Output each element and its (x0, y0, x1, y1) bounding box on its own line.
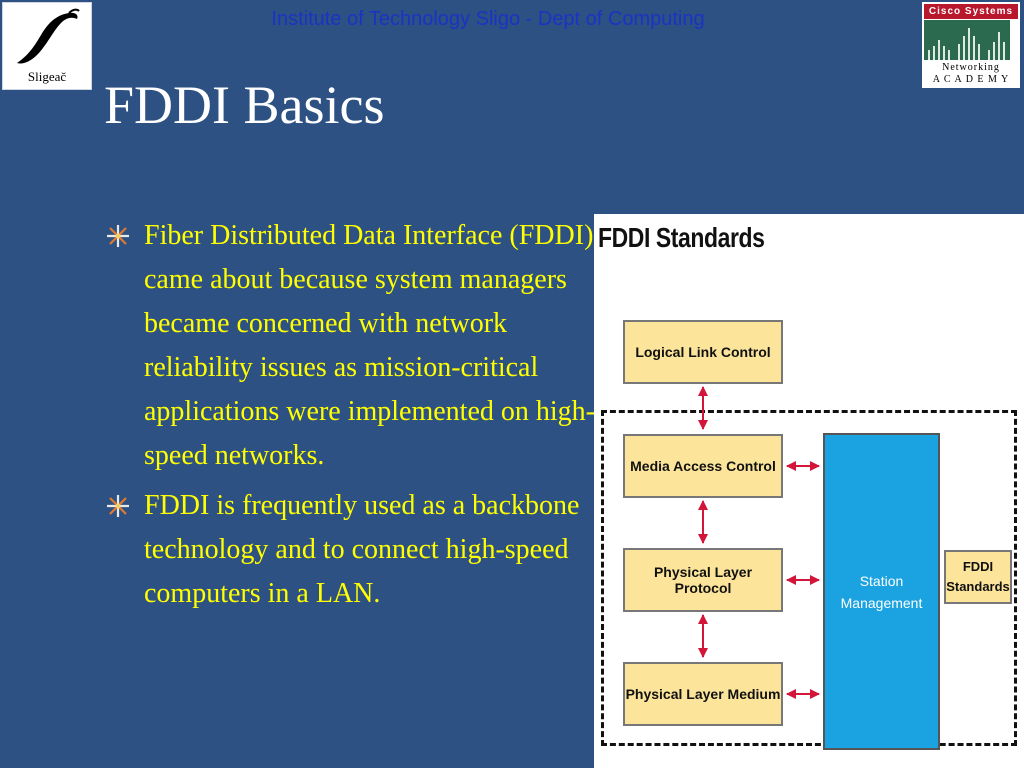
fddi-standards-diagram: FDDI Standards Logical Link Control Medi… (594, 214, 1024, 768)
cisco-systems-label: Cisco Systems (924, 4, 1018, 19)
fddi-standards-box: FDDI Standards (944, 550, 1012, 604)
fddi-label: FDDI (962, 559, 994, 574)
starburst-bullet-icon (107, 495, 129, 517)
station-management-box: Station Management (823, 433, 940, 750)
diagram-title: FDDI Standards (598, 222, 765, 253)
networking-academy-label: Networking A C A D E M Y (924, 62, 1018, 86)
dashed-boundary (601, 410, 1017, 746)
sligo-logo: Sligeač (2, 2, 92, 90)
bullet-list: Fiber Distributed Data Interface (FDDI) … (104, 214, 604, 622)
station-label: Station (859, 572, 904, 589)
cisco-bars-icon (924, 20, 1010, 60)
starburst-bullet-icon (107, 225, 129, 247)
header-text: Institute of Technology Sligo - Dept of … (271, 8, 705, 30)
slide-title: FDDI Basics (104, 75, 385, 135)
networking-label: Networking (942, 62, 1000, 73)
standards-label: Standards (946, 579, 1010, 594)
sligo-logo-word: Sligeač (27, 69, 67, 84)
layer-logical-link-control: Logical Link Control (623, 320, 783, 384)
swan-icon (17, 8, 80, 64)
layer-physical-layer-protocol: Physical Layer Protocol (623, 548, 783, 612)
academy-label: A C A D E M Y (932, 74, 1010, 85)
layer-physical-layer-medium: Physical Layer Medium (623, 662, 783, 726)
management-label: Management (840, 594, 923, 611)
bullet-item: FDDI is frequently used as a backbone te… (104, 484, 604, 616)
bullet-item: Fiber Distributed Data Interface (FDDI) … (104, 214, 604, 478)
layer-media-access-control: Media Access Control (623, 434, 783, 498)
bullet-text: FDDI is frequently used as a backbone te… (144, 490, 580, 609)
bullet-text: Fiber Distributed Data Interface (FDDI) … (144, 220, 595, 471)
cisco-academy-logo: Cisco Systems Networking A C A D E M Y (922, 2, 1020, 88)
connector-arrows (698, 386, 820, 699)
